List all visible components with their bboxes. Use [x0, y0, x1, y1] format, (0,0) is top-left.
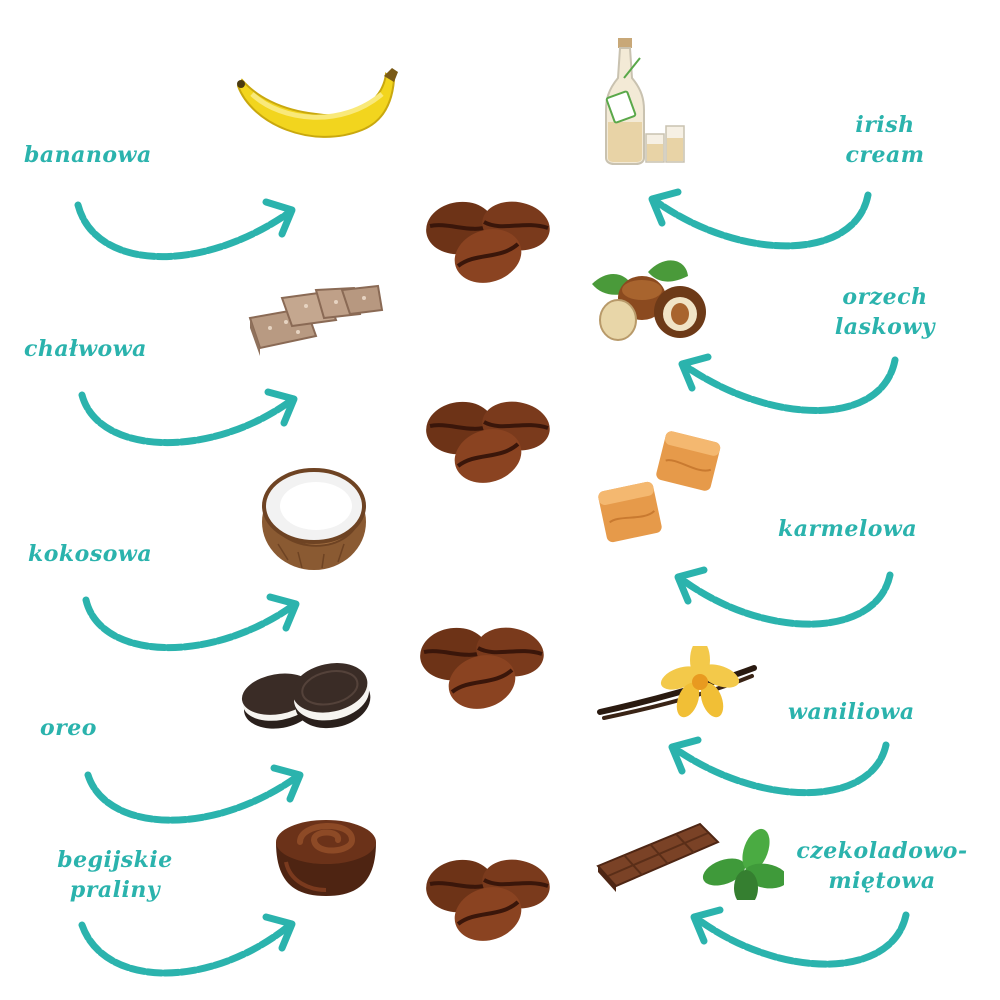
arrowhead-left-5	[262, 913, 296, 952]
flavor-label-chalwowa: chałwowa	[24, 336, 147, 362]
arrowhead-right-5	[690, 906, 724, 945]
flavor-label-czekoladowo-mietowa: czekoladowo- miętowa	[796, 838, 968, 894]
flavor-label-kokosowa: kokosowa	[28, 541, 153, 567]
arrowhead-right-1	[648, 188, 682, 227]
arrowhead-left-4	[270, 764, 304, 803]
arrowhead-left-1	[262, 198, 296, 238]
arrow-right-2	[680, 356, 899, 414]
arrow-left-1	[74, 201, 294, 261]
flavor-label-karmelowa: karmelowa	[778, 516, 918, 542]
arrow-left-4	[84, 771, 302, 824]
arrowhead-right-4	[668, 736, 702, 775]
oreo-cookie-icon	[241, 663, 371, 729]
arrow-left-5	[78, 921, 294, 977]
arrowhead-right-2	[678, 353, 712, 392]
arrow-left-2	[78, 391, 296, 447]
flavor-label-oreo: oreo	[40, 715, 97, 741]
coffee-beans-icon	[426, 859, 550, 941]
arrow-right-4	[670, 741, 890, 797]
irish-cream-bottle-icon	[605, 38, 685, 165]
praline-icon	[276, 820, 376, 896]
chocolate-mint-icon	[596, 822, 784, 900]
vanilla-icon	[597, 646, 757, 720]
flavor-label-bananowa: bananowa	[24, 142, 152, 168]
arrowhead-left-3	[266, 593, 300, 632]
arrow-right-3	[676, 571, 894, 628]
banana-icon	[236, 68, 398, 138]
halva-icon	[248, 284, 384, 356]
flavor-label-irish-cream: irish cream	[845, 112, 925, 168]
coffee-beans-icon	[426, 401, 550, 483]
flavor-label-begijskie-praliny: begijskie praliny	[57, 847, 173, 903]
hazelnut-icon	[592, 260, 706, 341]
coconut-icon	[262, 468, 366, 570]
arrowhead-right-3	[674, 566, 708, 605]
arrow-left-3	[82, 596, 298, 652]
arrow-right-1	[650, 191, 872, 250]
caramel-icon	[598, 431, 721, 543]
coffee-beans-icon	[420, 627, 544, 709]
coffee-beans-icon	[426, 201, 550, 283]
arrowhead-left-2	[264, 388, 298, 427]
flavor-label-orzech-laskowy: orzech laskowy	[834, 284, 936, 340]
flavor-label-waniliowa: waniliowa	[788, 699, 915, 725]
arrow-right-5	[692, 911, 910, 968]
